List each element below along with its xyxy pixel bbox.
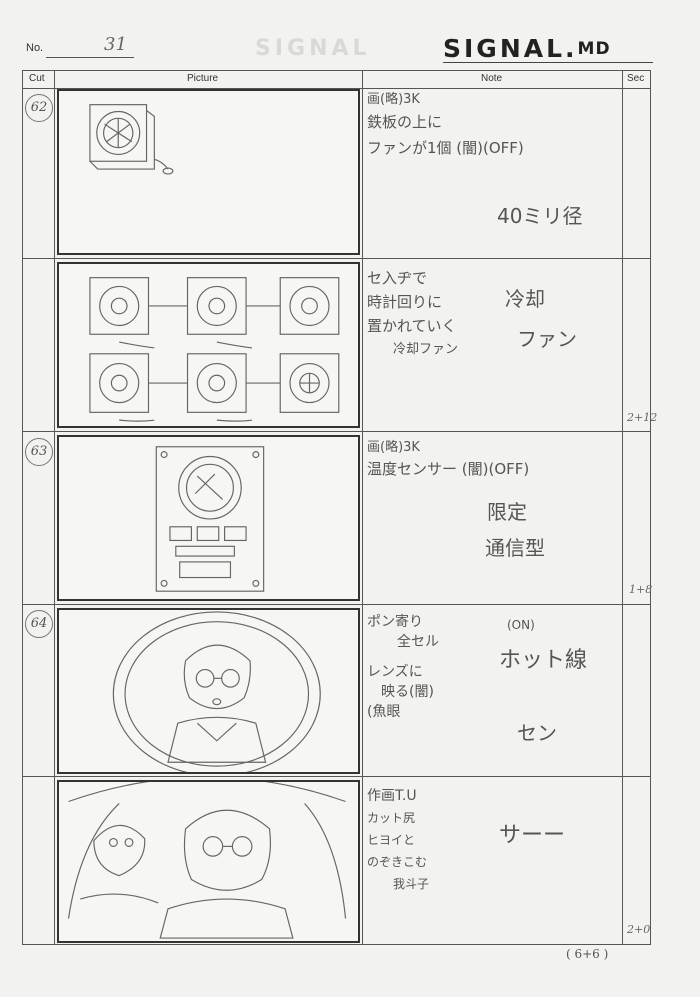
cut-number: 64 [25, 610, 53, 638]
note-cell: ポン寄り 全セル レンズに 映る(闇) (魚眼 (ON) ホット線 セン [367, 612, 622, 745]
bleed-through-watermark: SIGNAL [255, 36, 371, 61]
page-number-label: No. [26, 42, 44, 54]
picture-frame [57, 435, 360, 601]
seconds-value: 2+12 [627, 411, 658, 424]
column-header-picture: Picture [187, 73, 219, 84]
note-line: 冷却ファン [393, 342, 459, 357]
note-callout: 通信型 [485, 536, 545, 560]
note-callout: (ON) [507, 618, 535, 632]
storyboard-grid: Cut Picture Note Sec 62 [22, 70, 657, 945]
note-line: 鉄板の上に [367, 113, 443, 131]
sketch-cooling-fans-grid [89, 277, 340, 422]
note-line: 時計回りに [367, 293, 443, 311]
row-divider-1 [23, 258, 650, 259]
note-line: (魚眼 [367, 704, 401, 720]
picture-frame [57, 262, 360, 428]
note-line: セ入ヂで [367, 269, 428, 287]
note-line: 作画T.U [367, 788, 417, 804]
note-line: カット尻 [367, 811, 416, 825]
brand-underline [443, 62, 653, 63]
note-cell: 画(略)3K 温度センサー (闇)(OFF) 限定 通信型 [367, 439, 622, 560]
column-header-cut: Cut [29, 73, 45, 84]
note-line: 全セル [397, 634, 439, 650]
row-divider-4 [23, 776, 650, 777]
note-line: 画(略)3K [367, 440, 420, 455]
note-callout: ファン [517, 327, 577, 351]
cut-number: 62 [25, 94, 53, 122]
sheet-header: No. 31 SIGNAL.MD [0, 0, 700, 70]
divider-cut [54, 71, 55, 944]
cut-number: 63 [25, 438, 53, 466]
note-line: ヒヨイと [367, 833, 416, 847]
column-header-sec: Sec [627, 73, 645, 84]
note-callout: セン [517, 721, 557, 745]
note-callout: サーー [499, 823, 566, 848]
note-callout: 40ミリ径 [497, 204, 583, 228]
sketch-two-characters-peek [67, 782, 347, 939]
row-divider-2 [23, 431, 650, 432]
note-line: ポン寄り [367, 614, 423, 630]
note-cell: セ入ヂで 時計回りに 置かれていく 冷却ファン 冷却 ファン [367, 266, 622, 362]
note-line: 画(略)3K [367, 92, 420, 107]
divider-picture [362, 71, 363, 944]
note-line: のぞきこむ [367, 855, 428, 869]
column-header-row: Cut Picture Note Sec [23, 71, 650, 89]
row-divider-3 [23, 604, 650, 605]
note-callout: 冷却 [505, 287, 545, 311]
total-time-footer: ( 6+6 ) [566, 947, 609, 961]
note-cell: 作画T.U カット尻 ヒヨイと のぞきこむ 我斗子 サーー [367, 785, 622, 895]
note-callout: ホット線 [499, 648, 588, 673]
note-line: 置かれていく [367, 317, 457, 335]
brand-logo: SIGNAL.MD [443, 34, 611, 63]
sketch-temperature-sensor [155, 446, 265, 592]
picture-frame [57, 780, 360, 943]
picture-frame [57, 608, 360, 774]
sketch-character-in-lens [112, 611, 321, 772]
note-line: レンズに [367, 664, 423, 680]
note-line: ファンが1個 (闇)(OFF) [367, 139, 524, 157]
seconds-value: 1+8 [629, 583, 653, 596]
sketch-fan-on-plate [89, 104, 174, 175]
note-cell: 画(略)3K 鉄板の上に ファンが1個 (闇)(OFF) 40ミリ径 [367, 91, 622, 228]
note-line: 映る(闇) [381, 684, 434, 700]
page-number-value: 31 [104, 34, 127, 55]
seconds-value: 2+0 [627, 923, 651, 936]
note-line: 我斗子 [393, 877, 430, 891]
note-line: 温度センサー (闇)(OFF) [367, 460, 530, 478]
divider-note [622, 71, 623, 944]
column-header-note: Note [481, 73, 503, 84]
page-number-underline [46, 57, 134, 58]
note-callout: 限定 [487, 500, 527, 524]
picture-frame [57, 89, 360, 255]
